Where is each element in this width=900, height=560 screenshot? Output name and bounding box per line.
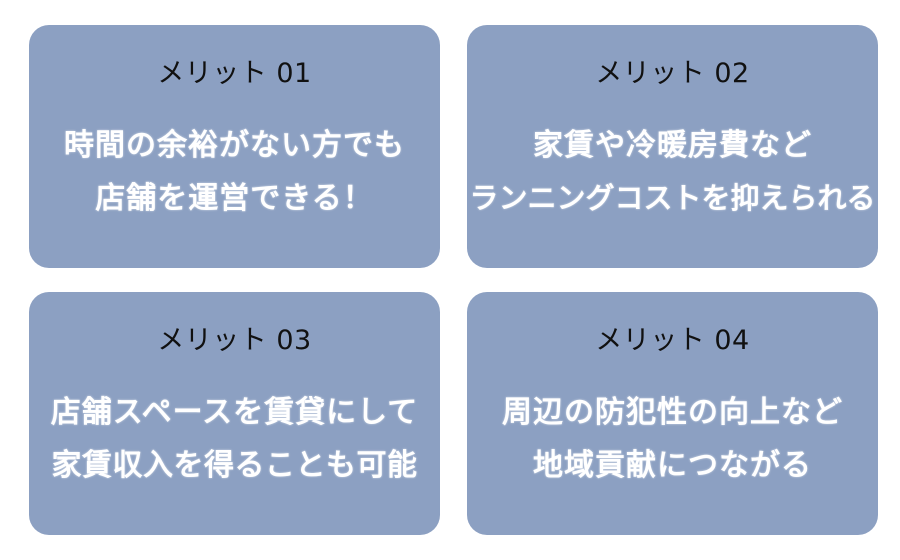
merit-label: メリット 03 [157,325,312,356]
merit-description: 周辺の防犯性の向上など 地域貢献につながる [467,386,878,492]
merit-description-line: ランニングコストを抑えられる [469,181,876,215]
merit-description-line: 周辺の防犯性の向上など [502,395,843,430]
merit-description-line: 家賃収入を得ることも可能 [51,448,418,483]
merit-card-03: メリット 03 店舗スペースを賃貸にして 家賃収入を得ることも可能 [29,292,440,535]
merit-card-04: メリット 04 周辺の防犯性の向上など 地域貢献につながる [467,292,878,535]
merit-description-line: 店舗スペースを賃貸にして [50,395,419,430]
merit-card-02: メリット 02 家賃や冷暖房費など ランニングコストを抑えられる [467,25,878,268]
merit-label: メリット 01 [157,58,312,89]
merit-description-line: 地域貢献につながる [533,448,812,483]
merit-description: 時間の余裕がない方でも 店舗を運営できる！ [29,119,440,225]
merit-description-line: 店舗を運営できる！ [95,181,374,216]
merit-label: メリット 04 [595,325,750,356]
merit-description-line: 家賃や冷暖房費など [533,128,812,163]
merit-card-01: メリット 01 時間の余裕がない方でも 店舗を運営できる！ [29,25,440,268]
merit-description: 店舗スペースを賃貸にして 家賃収入を得ることも可能 [29,386,440,492]
merit-description-line: 時間の余裕がない方でも [64,128,405,163]
merit-label: メリット 02 [595,58,750,89]
merit-description: 家賃や冷暖房費など ランニングコストを抑えられる [467,119,878,225]
